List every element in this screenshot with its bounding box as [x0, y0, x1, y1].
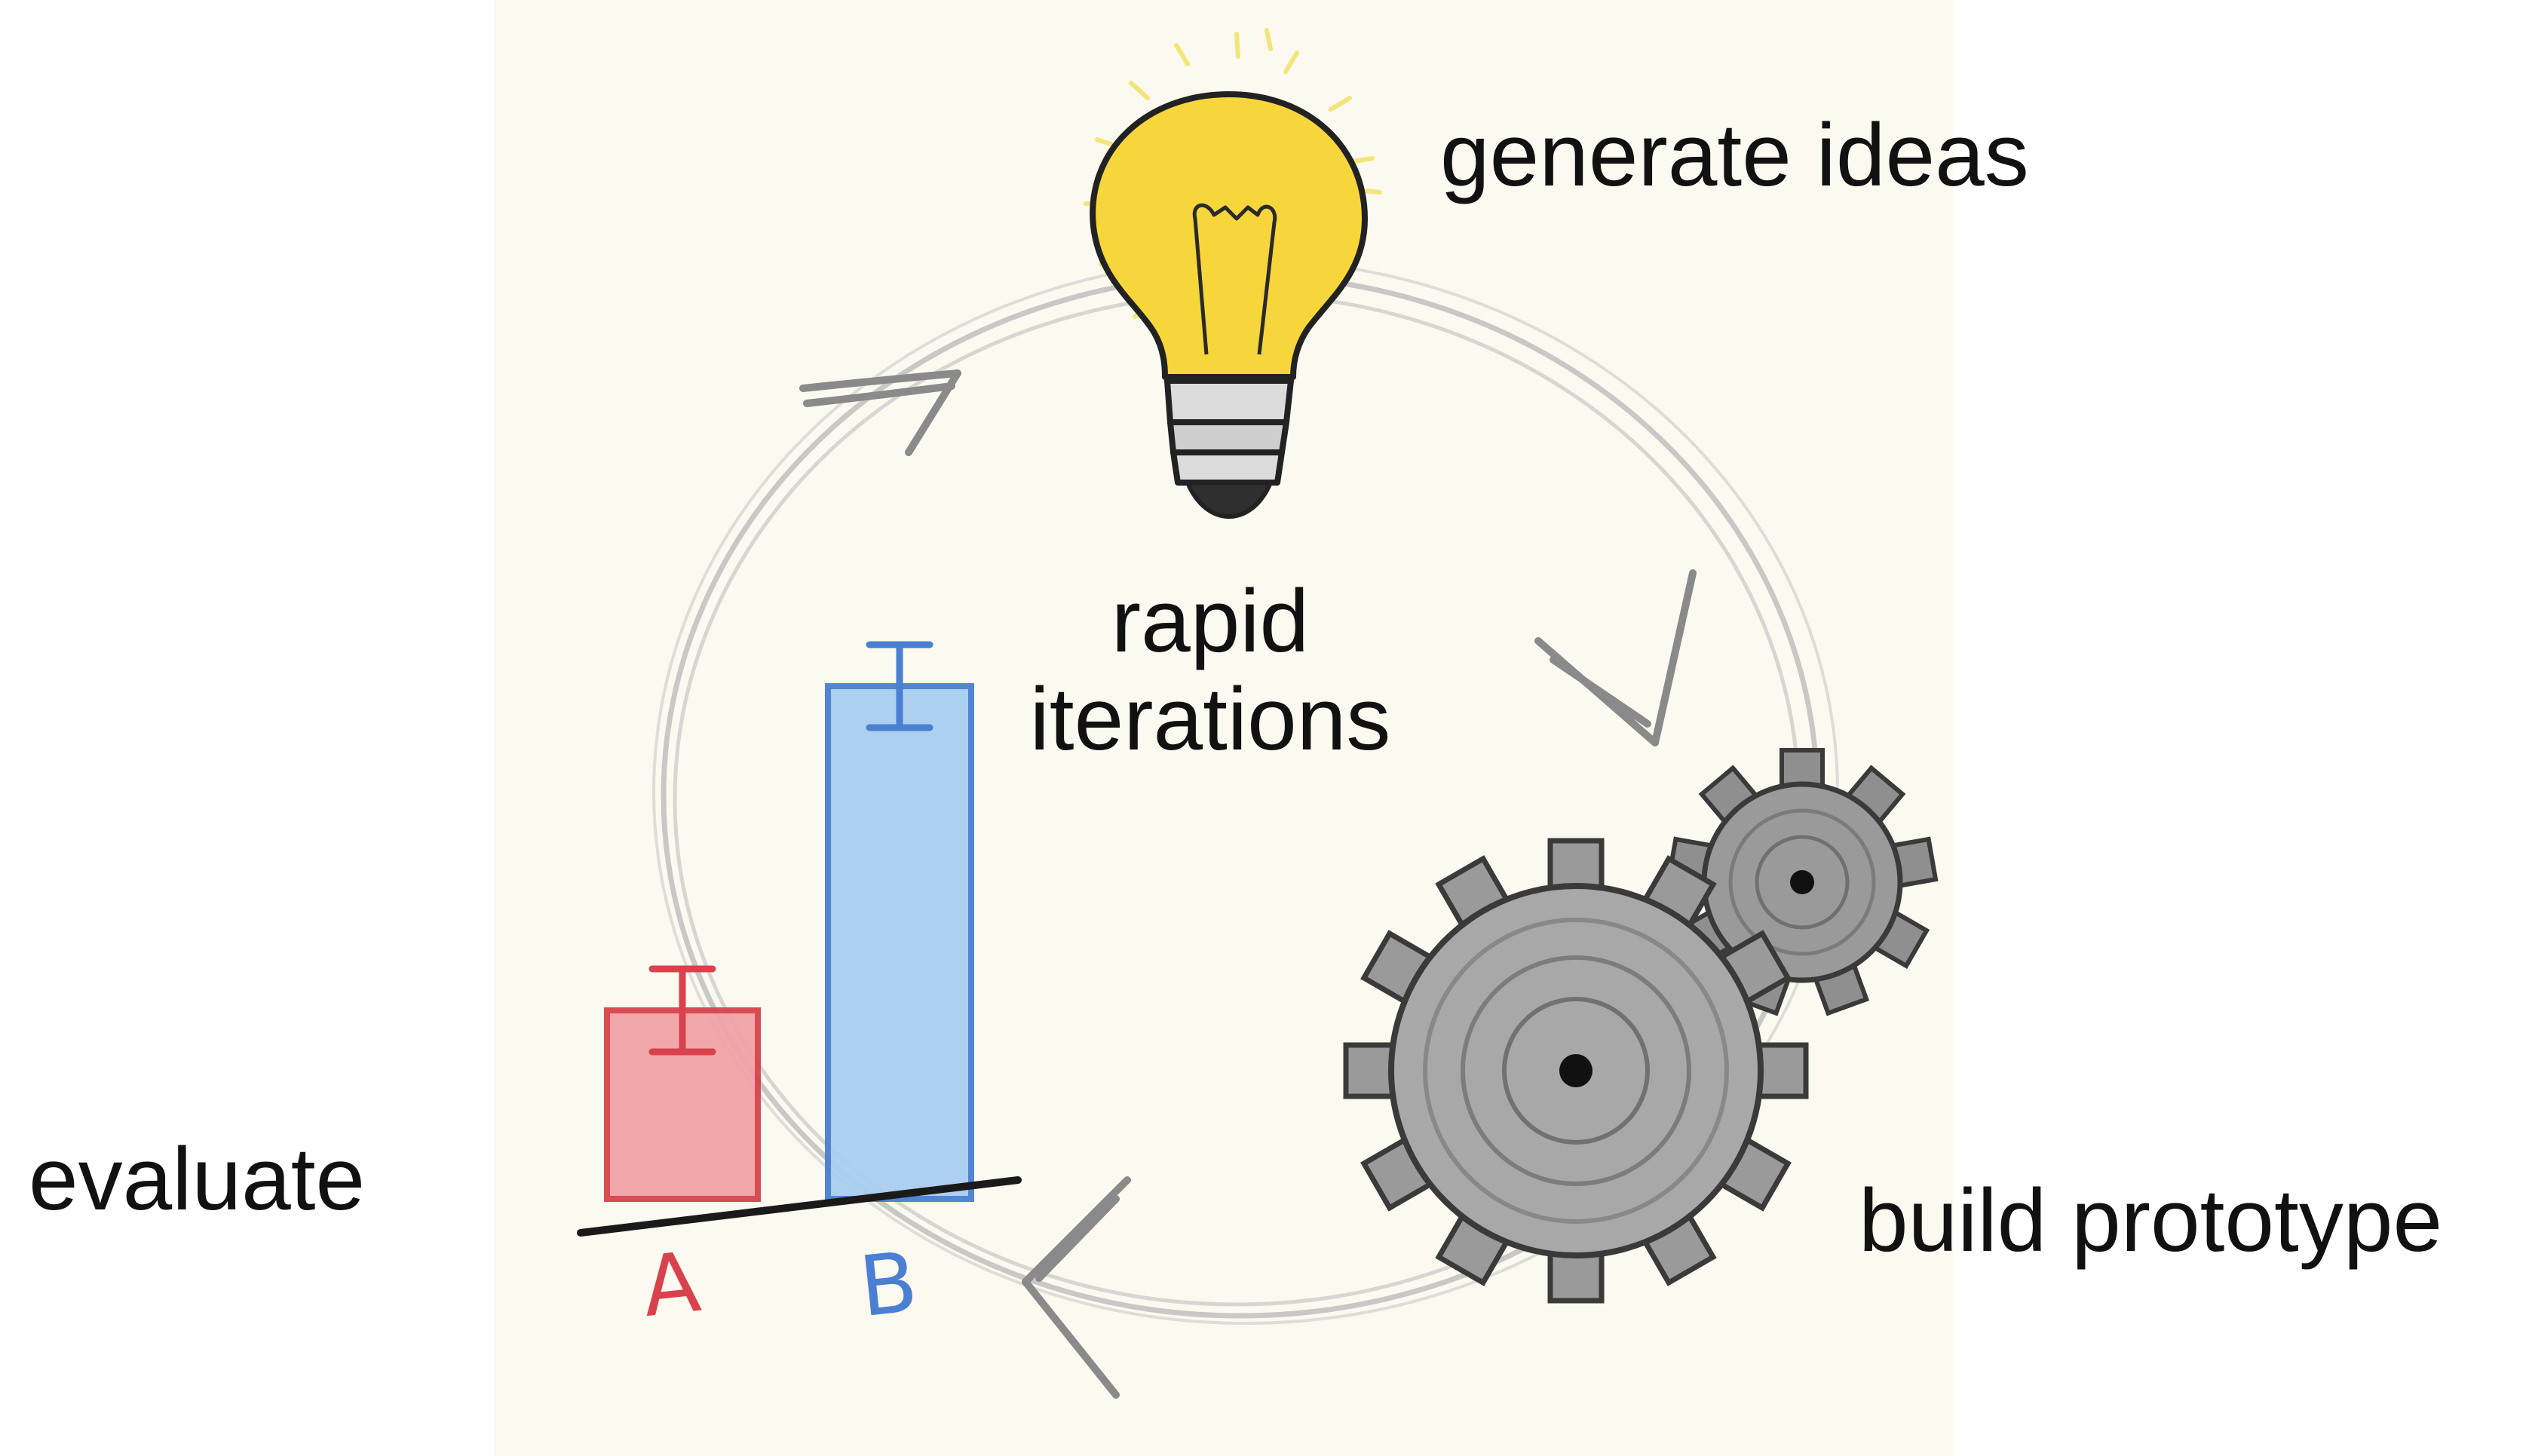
cycle-arrow-bottom: [1022, 1176, 1131, 1399]
lightbulb-icon: [1084, 28, 1382, 519]
bar-b: [825, 683, 974, 1202]
label-evaluate: evaluate: [29, 1130, 366, 1229]
label-build-prototype: build prototype: [1859, 1171, 2443, 1271]
error-bar-a: [648, 965, 716, 1056]
chart-baseline: [577, 1176, 1022, 1237]
label-generate-ideas: generate ideas: [1440, 106, 2029, 205]
cycle-arrow-top-left: [799, 369, 961, 456]
gears-icon: [1343, 748, 1939, 1304]
cycle-arrow-right: [1534, 569, 1697, 746]
large-gear: [1343, 838, 1809, 1304]
bar-label-a: A: [638, 1234, 704, 1335]
bar-label-b: B: [855, 1234, 921, 1335]
error-bar-b: [866, 641, 933, 731]
label-rapid: rapid: [1111, 572, 1310, 671]
bar-a: [604, 1007, 761, 1202]
label-rapid-iterations: rapid iterations: [995, 572, 1425, 769]
label-iterations: iterations: [1029, 669, 1391, 769]
